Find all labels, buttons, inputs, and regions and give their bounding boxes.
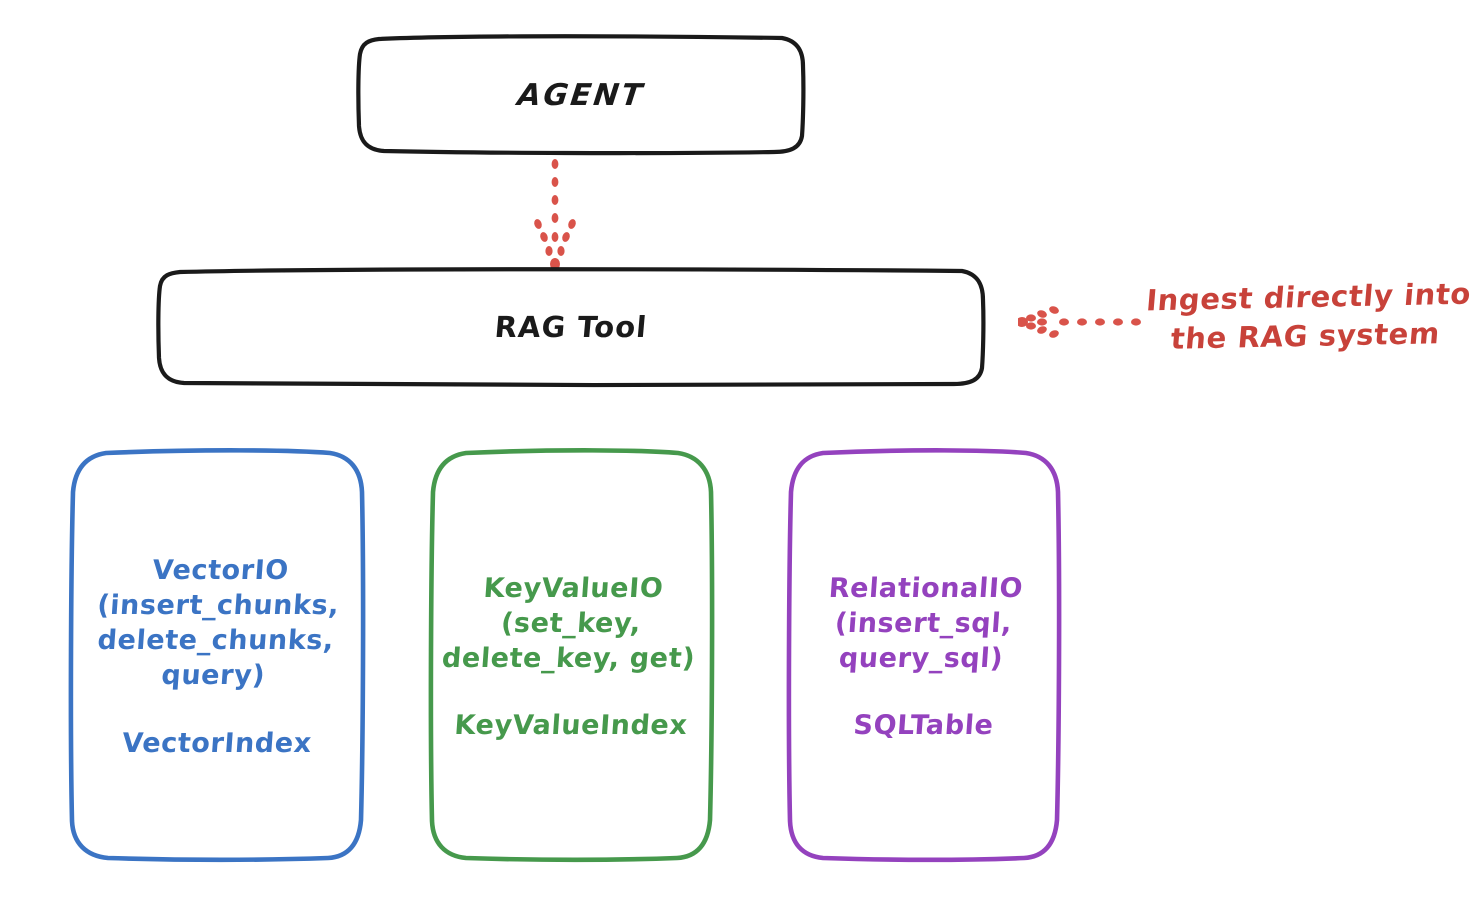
node-rag-tool[interactable]: RAG Tool xyxy=(156,267,986,388)
agent-label: AGENT xyxy=(515,77,647,113)
arrow-agent-to-rag-tool xyxy=(534,159,576,270)
key-value-io-api-label: KeyValueIO (set_key, delete_key, get) xyxy=(440,572,697,675)
relational-io-store-label: SQLTable xyxy=(852,710,995,742)
key-value-io-store-label: KeyValueIndex xyxy=(453,710,689,742)
relational-io-api-label: RelationalIO (insert_sql, query_sql) xyxy=(827,572,1025,675)
rag-tool-label: RAG Tool xyxy=(493,310,649,344)
vector-io-api-label: VectorIO (insert_chunks, delete_chunks, … xyxy=(96,555,341,692)
annotation-ingest-text: Ingest directly into the RAG system xyxy=(1144,276,1473,356)
node-key-value-io[interactable]: KeyValueIO (set_key, delete_key, get) Ke… xyxy=(428,448,715,863)
node-relational-io[interactable]: RelationalIO (insert_sql, query_sql) SQL… xyxy=(786,448,1062,863)
arrow-ingest-to-rag-tool xyxy=(1018,306,1141,338)
node-vector-io[interactable]: VectorIO (insert_chunks, delete_chunks, … xyxy=(68,448,366,863)
node-agent[interactable]: AGENT xyxy=(356,34,806,156)
vector-io-store-label: VectorIndex xyxy=(121,727,313,759)
